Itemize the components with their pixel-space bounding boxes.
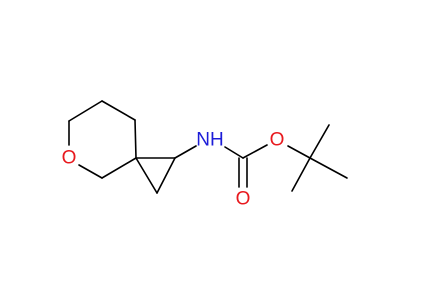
bond-c1-c2 [68,100,103,122]
bond-quaternary-methyl-right [309,157,348,179]
ring-oxygen-label: O [62,148,77,169]
bond-ester-oxygen-quaternary [287,145,311,159]
carbonyl-oxygen-label: O [236,189,251,210]
bond-quaternary-methyl-top [309,124,330,159]
bond-nitrogen-carbonyl [224,146,244,159]
bond-c3-spiro [134,119,137,159]
ester-oxygen-label: O [270,130,285,151]
bond-cp2-spiro [135,157,158,194]
bond-c5-oxygen [78,164,103,179]
bond-carbonyl-ester-oxygen [242,144,268,159]
amine-nitrogen-label: NH [196,130,223,151]
bond-quaternary-methyl-bottom [291,157,311,192]
bond-spiro-c5 [101,157,137,179]
bond-c2-c3 [101,100,136,121]
bond-cp1-cp2 [156,157,176,194]
bond-cp1-nitrogen [174,145,197,159]
